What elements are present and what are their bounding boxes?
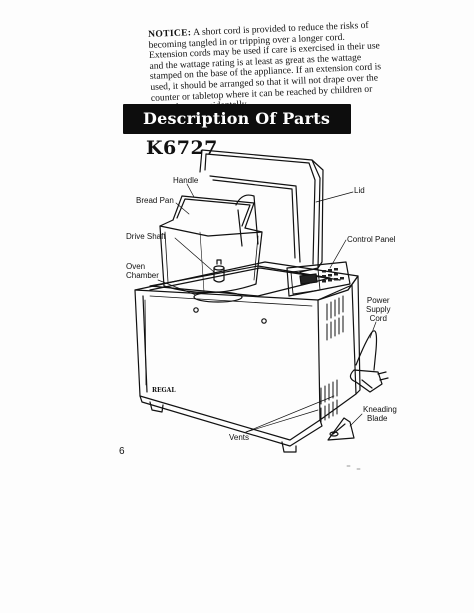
section-banner: Description Of Parts <box>123 104 351 134</box>
brand-logo: REGAL <box>152 387 176 394</box>
page-number: 6 <box>119 446 125 457</box>
model-number: K6727 <box>146 137 218 159</box>
label-power-supply-cord: Power Supply Cord <box>366 296 390 323</box>
leader-lines <box>157 183 377 433</box>
label-kneading-line2: Blade <box>367 414 388 423</box>
label-vents: Vents <box>229 433 250 442</box>
label-oven-chamber: Oven Chamber <box>126 262 159 280</box>
label-handle: Handle <box>173 176 199 185</box>
label-power-line1: Power <box>366 296 390 305</box>
page-specks <box>346 465 361 470</box>
vents-drawing <box>320 295 344 423</box>
bread-pan-drawing <box>159 195 263 294</box>
label-kneading-line1: Kneading <box>363 405 397 414</box>
label-lid: Lid <box>354 186 365 195</box>
label-control-panel: Control Panel <box>347 235 396 244</box>
machine-body-drawing <box>134 261 361 453</box>
label-drive-shaft: Drive Shaft <box>126 232 166 241</box>
section-title: Description Of Parts <box>143 109 331 128</box>
kneading-blade-drawing <box>327 417 355 441</box>
label-power-line2: Supply <box>366 305 391 314</box>
label-oven-chamber-line1: Oven <box>126 262 146 271</box>
label-bread-pan: Bread Pan <box>136 196 174 205</box>
label-oven-chamber-line2: Chamber <box>126 271 159 280</box>
lid-drawing <box>199 149 324 273</box>
label-power-line3: Cord <box>369 314 387 323</box>
label-kneading-blade: Kneading Blade <box>363 405 397 423</box>
control-panel-drawing <box>286 261 351 297</box>
